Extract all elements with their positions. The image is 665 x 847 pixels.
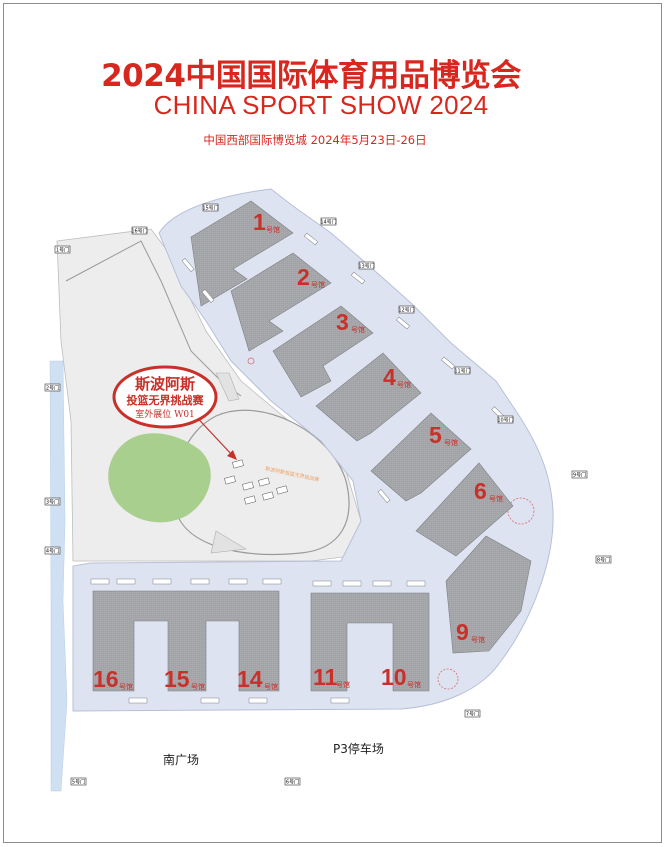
gate-14: 14号门 [320,217,337,226]
hall-6-building [415,462,514,557]
svg-text:3: 3 [336,309,349,335]
hall-14-label: 14 号馆 [237,666,278,692]
svg-text:16号门: 16号门 [131,228,147,235]
hall-16-15-14-building [92,590,280,692]
svg-text:11: 11 [313,664,338,690]
hall-5-building [370,412,472,502]
svg-text:11号门: 11号门 [454,368,470,375]
svg-text:14: 14 [237,666,263,692]
svg-text:号馆: 号馆 [336,680,350,689]
callout-event: 投篮无界挑战赛 [127,393,205,407]
svg-text:16: 16 [93,666,119,692]
svg-text:号馆: 号馆 [397,380,411,389]
hall-6-label: 6 号馆 [474,478,503,504]
gate-7: 7号门 [464,709,481,718]
hall-2-building [230,252,332,352]
callout-booth: 室外展位 W01 [135,408,195,420]
gate-1: 1号门 [54,245,71,254]
svg-text:9号门: 9号门 [573,472,586,479]
svg-text:10号门: 10号门 [497,417,513,424]
gate-3: 3号门 [44,497,61,506]
svg-text:号馆: 号馆 [407,680,421,689]
svg-text:12号门: 12号门 [398,307,414,314]
svg-text:号馆: 号馆 [264,682,278,691]
svg-text:号馆: 号馆 [119,682,133,691]
svg-text:10: 10 [381,664,407,690]
hall-11-label: 11 号馆 [313,664,350,690]
svg-text:号馆: 号馆 [266,225,280,234]
hall-3-building [272,305,374,398]
svg-text:1号门: 1号门 [56,247,69,254]
svg-text:4: 4 [383,364,396,390]
svg-text:号馆: 号馆 [489,494,503,503]
svg-text:5号门: 5号门 [72,779,85,786]
venue-map: 1号门 2号门 3号门 4号门 5号门 6号门 7号门 8号门 [44,188,612,792]
hall-2-label: 2 号馆 [297,264,325,290]
event-subtitle: 中国西部国际博览城 2024年5月23日-26日 [203,133,427,147]
round-marker-3 [247,357,255,365]
hall-10-label: 10 号馆 [381,664,421,690]
svg-text:13号门: 13号门 [358,263,374,270]
svg-text:2: 2 [297,264,310,290]
round-marker-2 [437,668,459,690]
hall-16-label: 16 号馆 [93,666,133,692]
gate-12-upper: 13号门 [358,261,375,270]
svg-text:号馆: 号馆 [311,280,325,289]
gate-15: 15号门 [202,203,219,212]
svg-text:5: 5 [429,422,442,448]
round-marker-1 [507,497,535,525]
svg-text:15号门: 15号门 [202,205,218,212]
svg-text:14号门: 14号门 [320,219,336,226]
hall-11-10-building [310,592,430,692]
svg-text:号馆: 号馆 [444,438,458,447]
hall-4-label: 4 号馆 [383,364,411,390]
callout-badge: 斯波阿斯 投篮无界挑战赛 室外展位 W01 [112,365,218,429]
svg-text:3号门: 3号门 [46,499,59,506]
svg-text:1: 1 [253,209,266,235]
svg-text:6: 6 [474,478,487,504]
svg-text:号馆: 号馆 [471,635,485,644]
svg-text:号馆: 号馆 [351,325,365,334]
planter-2 [210,530,247,554]
page-title-cn: 2024中国国际体育用品博览会 [101,58,521,94]
gate-10: 10号门 [497,415,514,424]
parking-bays-south [90,578,426,704]
water-area [49,360,68,792]
svg-text:7号门: 7号门 [466,711,479,718]
gate-6: 6号门 [284,777,301,786]
svg-text:8号门: 8号门 [597,557,610,564]
gate-12: 12号门 [398,305,415,314]
planter-1 [215,372,240,402]
gate-16: 16号门 [131,226,148,235]
hall-1-building [190,200,294,307]
svg-text:15: 15 [164,666,190,692]
parking-bays-east [181,232,505,504]
hall-4-building [315,352,422,442]
gate-9: 9号门 [571,470,588,479]
hall-15-label: 15 号馆 [164,666,205,692]
hall-1-label: 1 号馆 [253,209,280,235]
green-lawn [108,433,211,523]
svg-text:4号门: 4号门 [46,548,59,555]
gate-11: 11号门 [454,366,471,375]
hall-5-label: 5 号馆 [429,422,458,448]
south-plaza-label: 南广场 [163,752,199,767]
hall-9-label: 9 号馆 [456,619,485,645]
gate-4: 4号门 [44,546,61,555]
gate-8: 8号门 [595,555,612,564]
svg-text:号馆: 号馆 [191,682,205,691]
callout-title: 斯波阿斯 [135,375,195,393]
parking-p3-label: P3停车场 [333,741,384,756]
page-title-en: CHINA SPORT SHOW 2024 [153,90,489,120]
hall-3-label: 3 号馆 [336,309,365,335]
svg-text:9: 9 [456,619,469,645]
svg-text:6号门: 6号门 [286,779,299,786]
map-frame: 1号门 2号门 3号门 4号门 5号门 6号门 7号门 8号门 [3,3,662,843]
hall-9-building [445,535,532,654]
gate-5: 5号门 [70,777,87,786]
gate-2: 2号门 [44,383,61,392]
svg-text:2号门: 2号门 [46,385,59,392]
